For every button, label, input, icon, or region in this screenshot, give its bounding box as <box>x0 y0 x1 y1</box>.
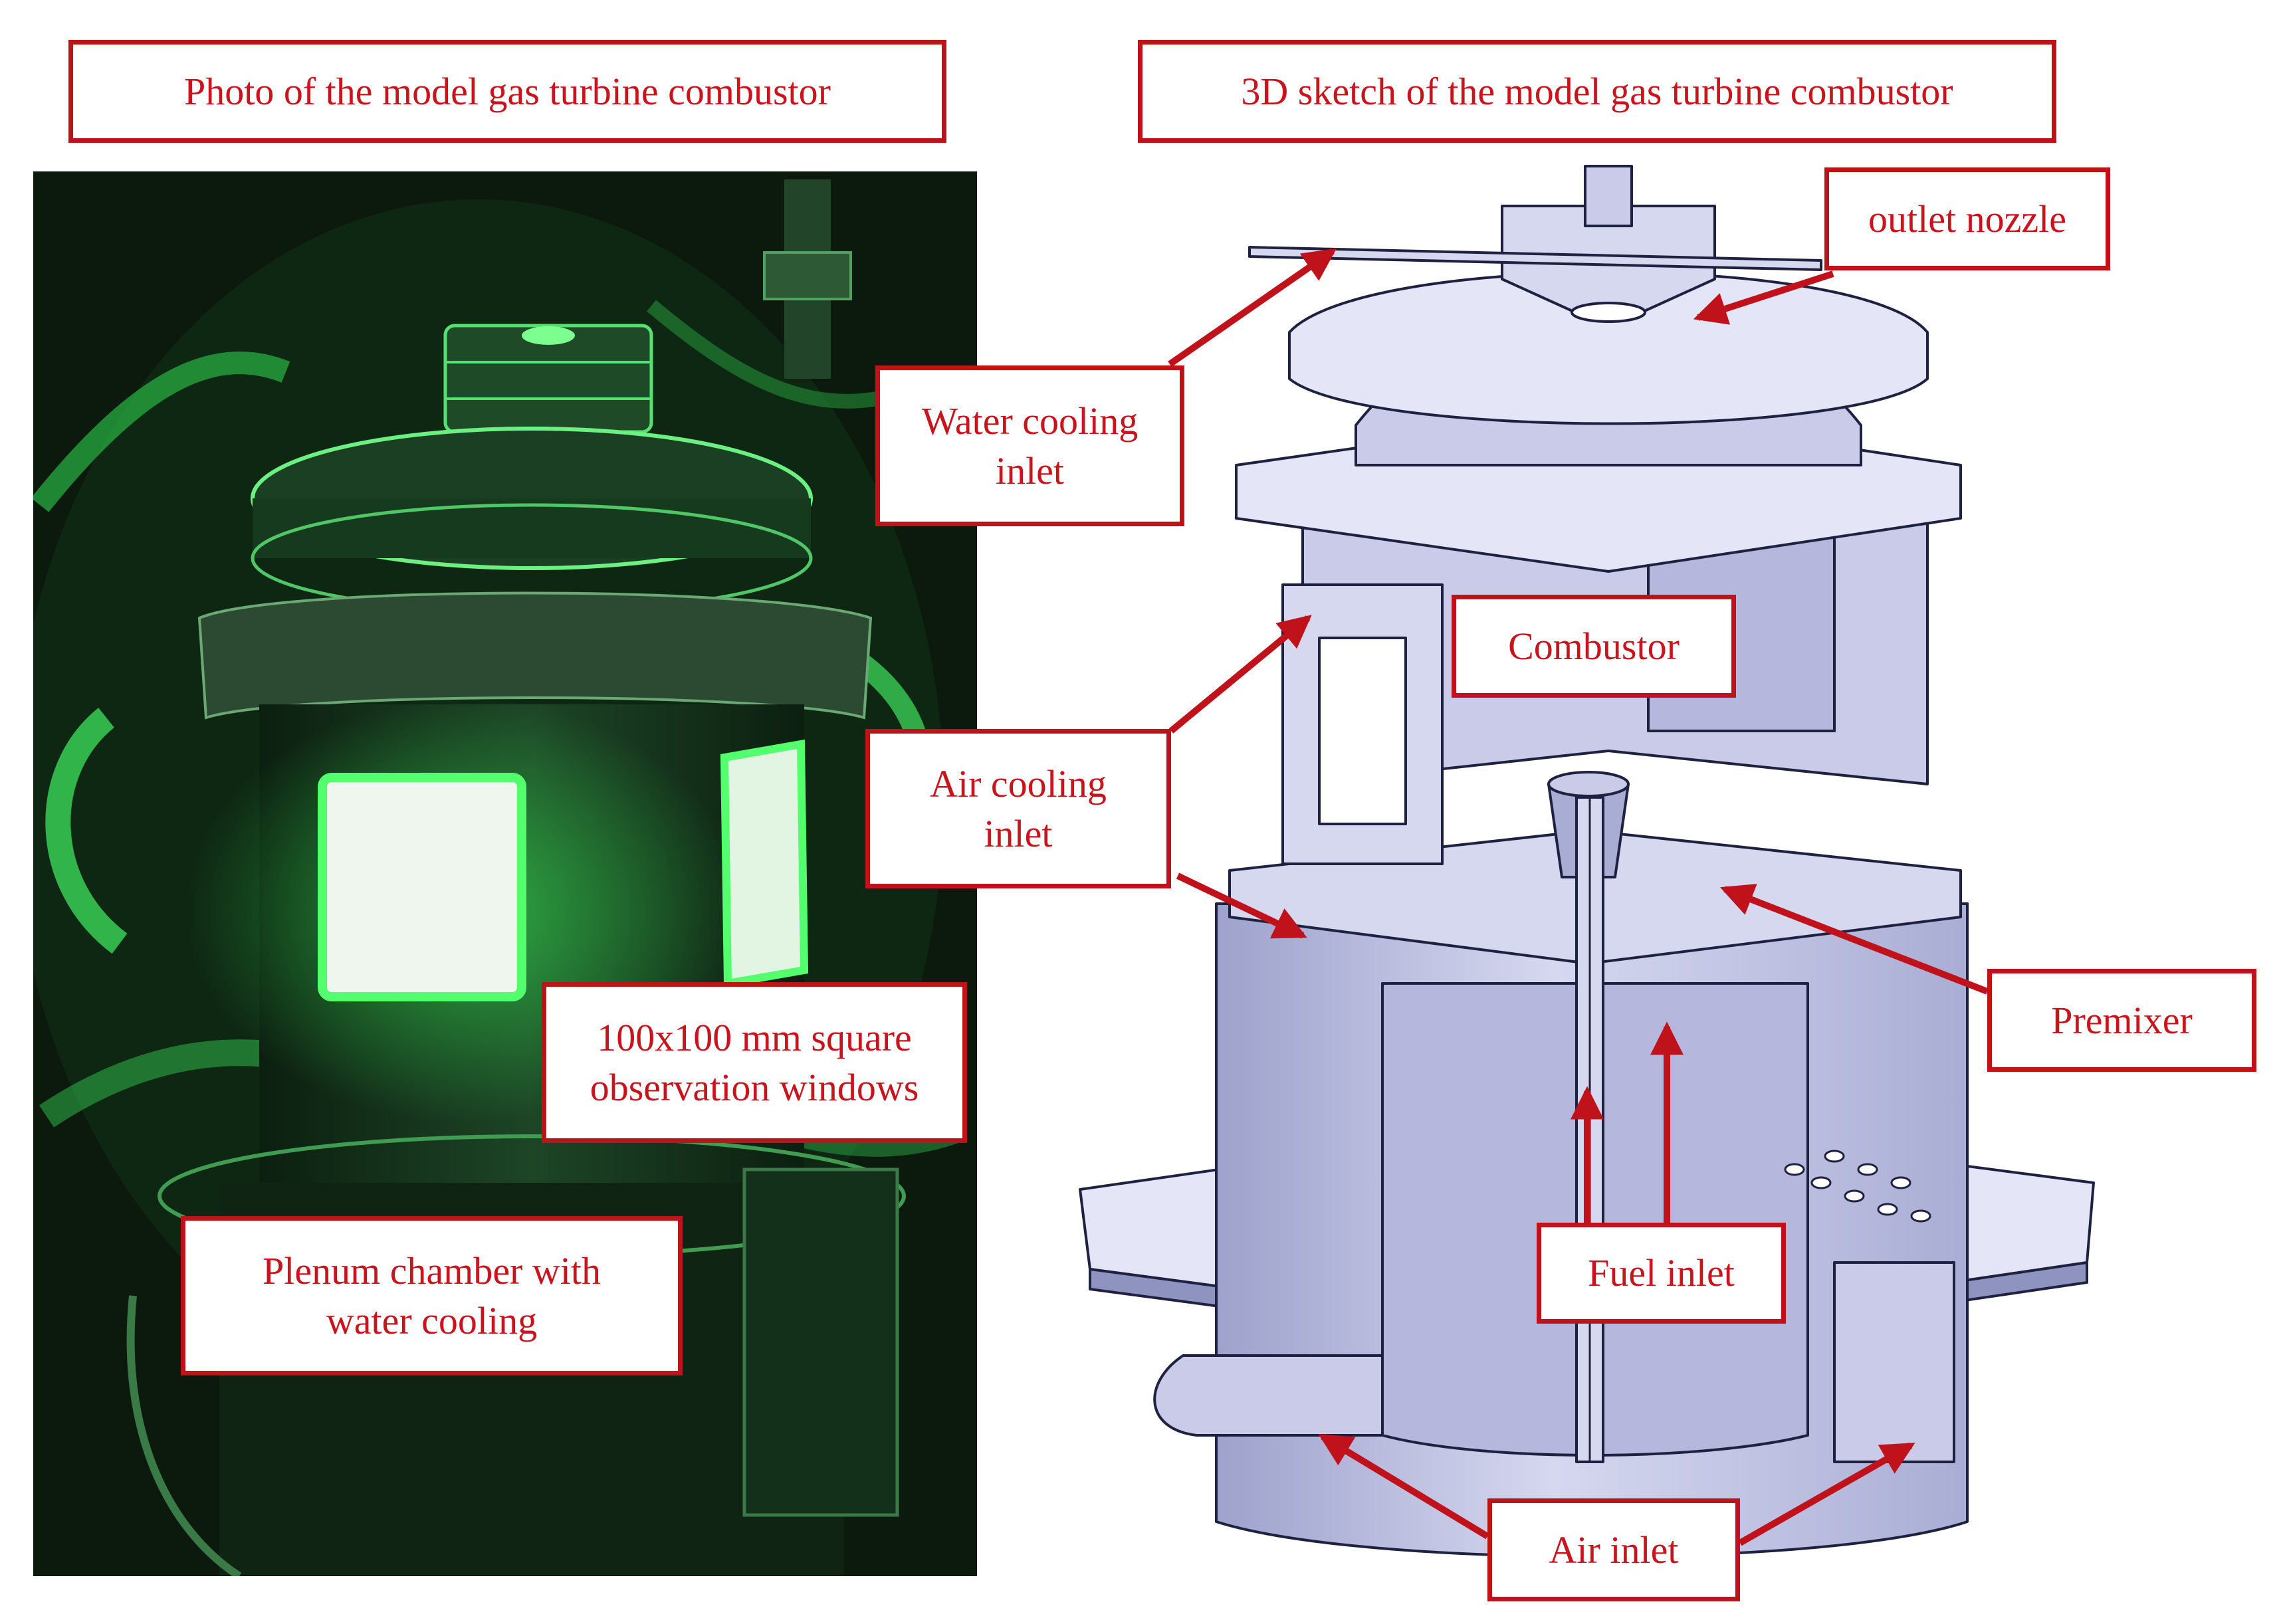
label-water-cooling-inlet: Water cooling inlet <box>875 365 1184 526</box>
label-outlet-nozzle: outlet nozzle <box>1824 167 2110 270</box>
label-air-cooling-inlet: Air cooling inlet <box>865 729 1171 888</box>
arrow-air-cooling-inlet-lower <box>1176 872 1307 939</box>
arrow-air-inlet-left <box>1318 1433 1489 1540</box>
sketch-title: 3D sketch of the model gas turbine combu… <box>1138 40 2056 143</box>
label-observation-windows: 100x100 mm square observation windows <box>542 982 967 1143</box>
label-air-inlet: Air inlet <box>1487 1498 1740 1601</box>
callout-arrows <box>1168 248 1989 1546</box>
label-premixer: Premixer <box>1987 969 2256 1072</box>
label-combustor: Combustor <box>1452 595 1736 698</box>
combustor-3d-sketch <box>1079 165 2095 1558</box>
arrow-air-cooling-inlet-upper <box>1168 615 1312 734</box>
label-fuel-inlet: Fuel inlet <box>1537 1223 1786 1324</box>
photo-title: Photo of the model gas turbine combustor <box>68 40 946 143</box>
label-plenum-chamber: Plenum chamber with water cooling <box>181 1216 683 1375</box>
arrow-outlet-nozzle <box>1693 270 1834 325</box>
arrow-air-inlet-right <box>1738 1442 1915 1546</box>
arrow-water-cooling-inlet <box>1168 248 1337 367</box>
arrow-premixer <box>1720 884 1989 995</box>
